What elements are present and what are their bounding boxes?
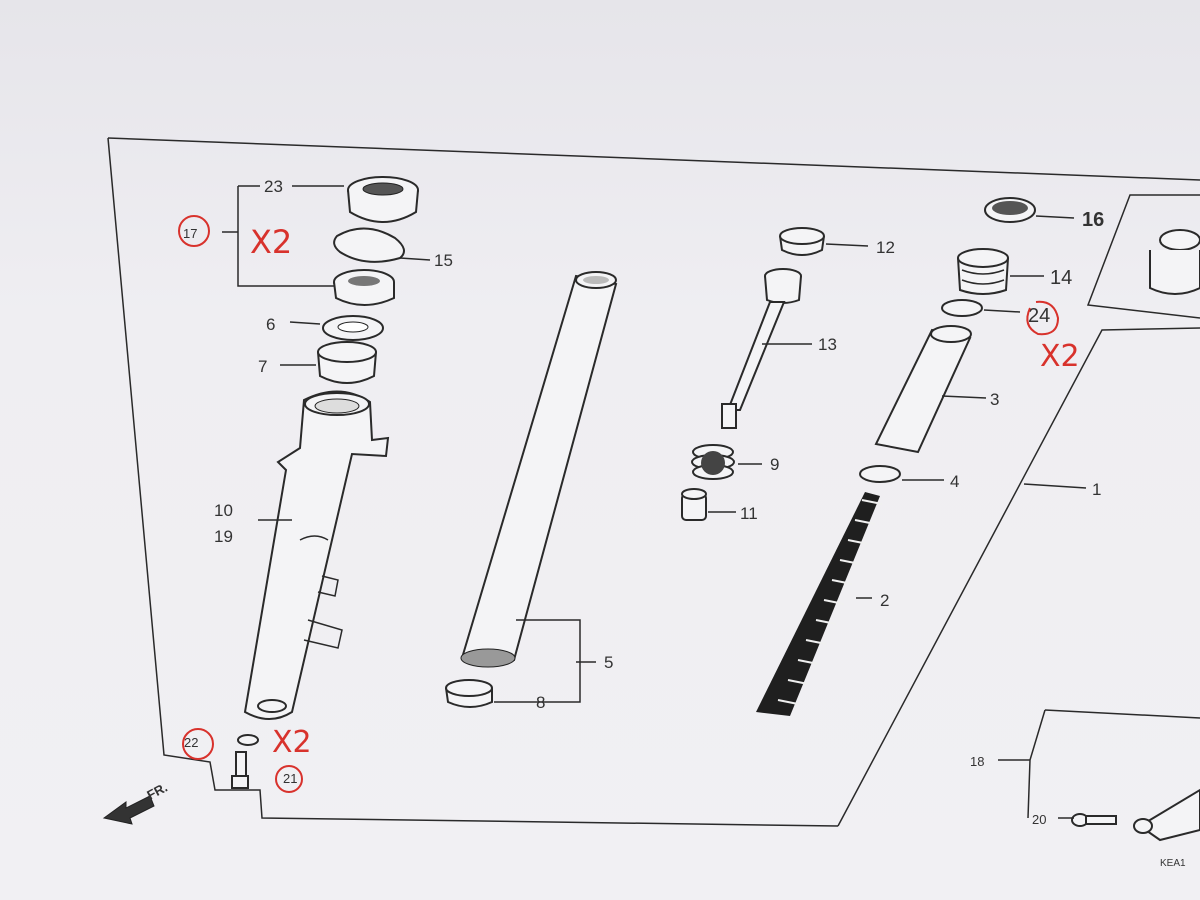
callout-5: 5	[604, 653, 613, 672]
callout-21: 21	[283, 771, 297, 786]
part-7-shape	[317, 341, 377, 384]
part-13-shape	[721, 268, 802, 429]
part-2-shape	[756, 492, 883, 716]
circle-24	[1026, 300, 1060, 336]
callout-15: 15	[434, 251, 453, 270]
part-22-shape	[237, 734, 259, 746]
part-4-shape	[859, 465, 901, 483]
part-10-slider-shape	[243, 390, 390, 720]
inset-bolt-shape	[1149, 229, 1200, 295]
part-17-shape	[333, 269, 395, 306]
callout-9: 9	[770, 455, 779, 474]
leader-lines	[222, 185, 1087, 819]
part-23-shape	[347, 176, 419, 223]
part-20-shape	[1071, 813, 1117, 827]
circle-17	[178, 215, 210, 247]
callout-11: 11	[740, 504, 758, 523]
circle-22	[182, 728, 214, 760]
diagram-frame	[107, 137, 1200, 181]
part-5-shape	[460, 271, 618, 668]
callout-7: 7	[258, 357, 267, 376]
inset-box-top	[1086, 194, 1200, 319]
part-11-shape	[681, 488, 707, 521]
red-annotations: X2 X2 X2	[178, 215, 1080, 793]
diagram-frame-inner	[837, 327, 1200, 827]
part-18-shape	[1133, 788, 1200, 842]
callout-3: 3	[990, 390, 999, 409]
callout-12: 12	[876, 238, 895, 257]
part-16-shape	[984, 197, 1036, 223]
callout-8: 8	[536, 693, 545, 712]
part-24-shape	[941, 299, 983, 317]
part-21-shape	[231, 751, 249, 789]
part-14-shape	[957, 248, 1009, 295]
part-12-shape	[779, 227, 825, 256]
x2-label-c: X2	[1040, 339, 1080, 374]
callout-6: 6	[266, 315, 275, 334]
callout-18: 18	[970, 754, 984, 769]
diagram-frame-left	[107, 137, 839, 827]
callout-20: 20	[1032, 812, 1046, 827]
callout-13: 13	[818, 335, 837, 354]
circle-21	[275, 765, 303, 793]
callout-2: 2	[880, 591, 889, 610]
callout-1: 1	[1092, 480, 1101, 499]
part-3-shape	[874, 325, 972, 454]
callout-23: 23	[264, 177, 283, 196]
inset-box-bottom-side	[1027, 709, 1046, 819]
figure-code: KEA1	[1160, 858, 1186, 869]
part-9-shape	[691, 444, 735, 480]
callout-17: 17	[183, 226, 197, 241]
x2-label-b: X2	[272, 725, 312, 760]
front-arrow-icon: FR.	[102, 780, 170, 825]
x2-label-a: X2	[250, 223, 292, 261]
callout-14: 14	[1050, 267, 1072, 289]
part-15-shape	[333, 227, 405, 263]
callout-19: 19	[214, 527, 233, 546]
inset-box-bottom	[1044, 709, 1200, 719]
part-6-shape	[322, 315, 384, 341]
callout-22: 22	[184, 735, 198, 750]
callout-16: 16	[1082, 209, 1104, 231]
callout-10: 10	[214, 501, 233, 520]
part-8-shape	[445, 679, 493, 708]
callout-24: 24	[1028, 305, 1050, 327]
callout-4: 4	[950, 472, 959, 491]
